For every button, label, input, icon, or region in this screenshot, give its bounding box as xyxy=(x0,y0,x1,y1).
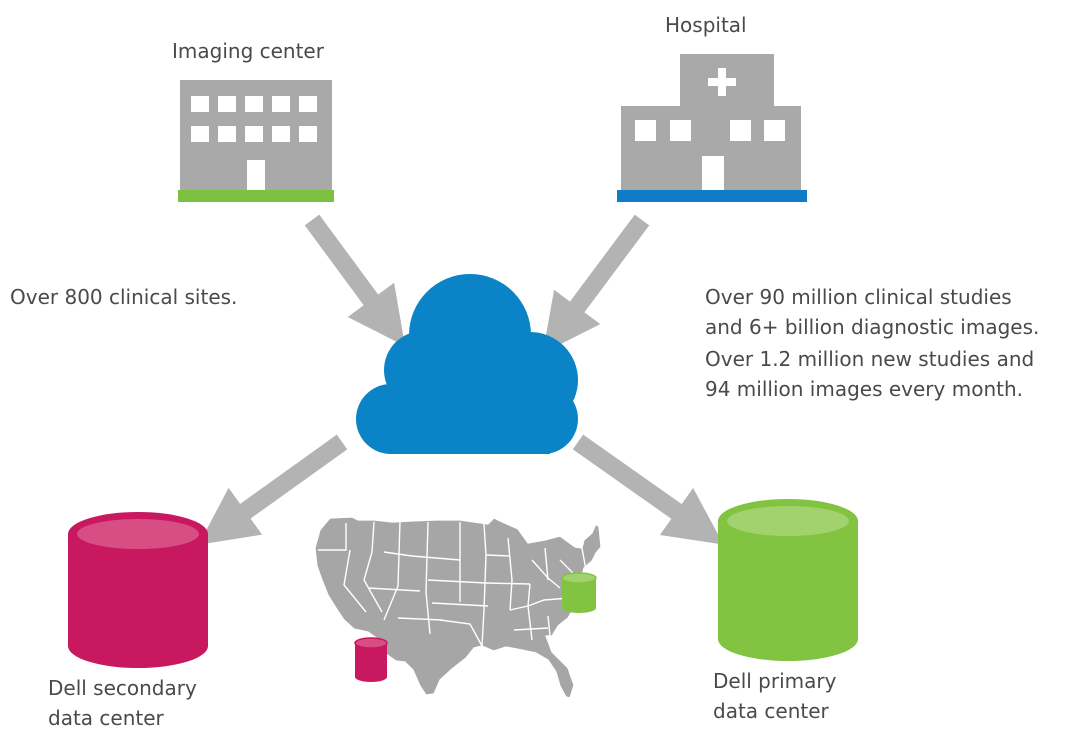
secondary-data-center-label: Dell secondary data center xyxy=(48,673,197,733)
clinical-sites-annotation: Over 800 clinical sites. xyxy=(10,285,238,309)
map-primary-marker xyxy=(561,572,597,613)
arrow-cloud-to-secondary xyxy=(198,434,348,545)
arrow-imaging-to-cloud xyxy=(304,214,406,347)
arrow-hospital-to-cloud xyxy=(542,214,650,354)
monthly-annotation-line1: Over 1.2 million new studies and xyxy=(705,347,1035,371)
primary-dc-line1: Dell primary xyxy=(713,669,837,693)
imaging-center-label: Imaging center xyxy=(172,39,324,63)
studies-annotation: Over 90 million clinical studies and 6+ … xyxy=(705,282,1039,342)
primary-database-icon xyxy=(718,499,858,661)
hospital-accent-bar xyxy=(617,190,807,202)
secondary-database-icon xyxy=(68,512,208,668)
secondary-dc-line2: data center xyxy=(48,706,164,730)
studies-annotation-line1: Over 90 million clinical studies xyxy=(705,285,1012,309)
hospital-label: Hospital xyxy=(665,13,747,37)
hospital-icon xyxy=(617,54,807,202)
us-map-icon xyxy=(314,516,602,699)
imaging-center-icon xyxy=(178,80,334,202)
flow-arrows xyxy=(198,214,724,545)
monthly-annotation: Over 1.2 million new studies and 94 mill… xyxy=(705,344,1034,404)
map-secondary-marker xyxy=(354,637,388,682)
cloud-icon xyxy=(356,274,578,454)
primary-dc-line2: data center xyxy=(713,699,829,723)
studies-annotation-line2: and 6+ billion diagnostic images. xyxy=(705,315,1040,339)
arrow-cloud-to-primary xyxy=(572,434,724,545)
secondary-dc-line1: Dell secondary xyxy=(48,676,197,700)
imaging-center-accent-bar xyxy=(178,190,334,202)
monthly-annotation-line2: 94 million images every month. xyxy=(705,377,1023,401)
primary-data-center-label: Dell primary data center xyxy=(713,666,836,726)
